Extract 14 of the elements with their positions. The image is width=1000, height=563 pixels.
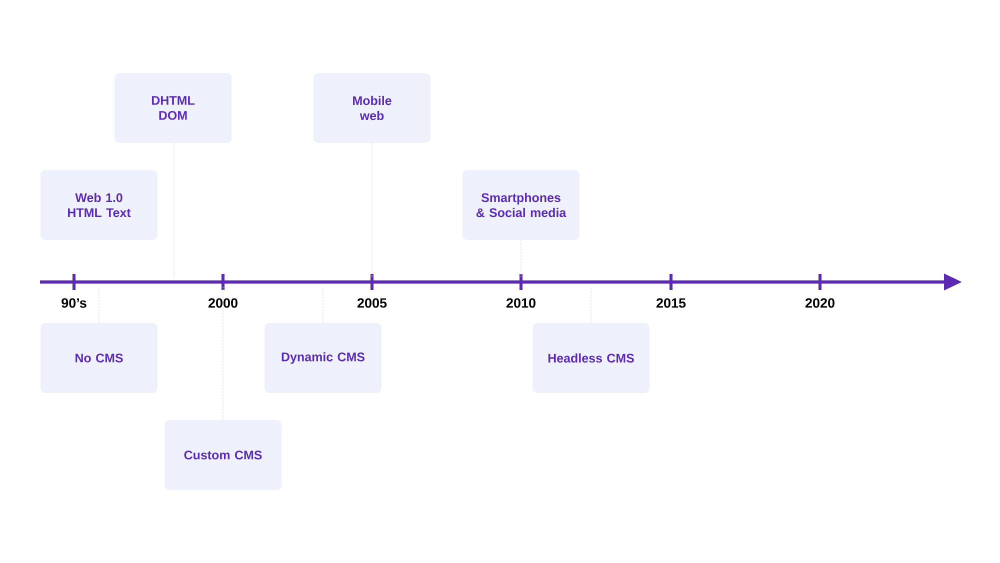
- event-box: Mobile web: [314, 73, 430, 143]
- year-label: 2020: [805, 298, 834, 308]
- event-box: Custom CMS: [164, 420, 282, 490]
- event-box: Dynamic CMS: [264, 323, 382, 393]
- year-label: 2010: [506, 298, 536, 308]
- year-label: 2005: [357, 298, 387, 308]
- event-box: DHTML DOM: [114, 73, 232, 143]
- year-label: 2015: [656, 298, 686, 308]
- year-label: 90’s: [62, 298, 86, 308]
- event-box: No CMS: [40, 323, 158, 393]
- event-box: Web 1.0 HTML Text: [40, 170, 158, 240]
- event-box: Smartphones & Social media: [462, 170, 580, 240]
- year-label: 2000: [208, 298, 238, 308]
- event-box: Headless CMS: [532, 323, 650, 393]
